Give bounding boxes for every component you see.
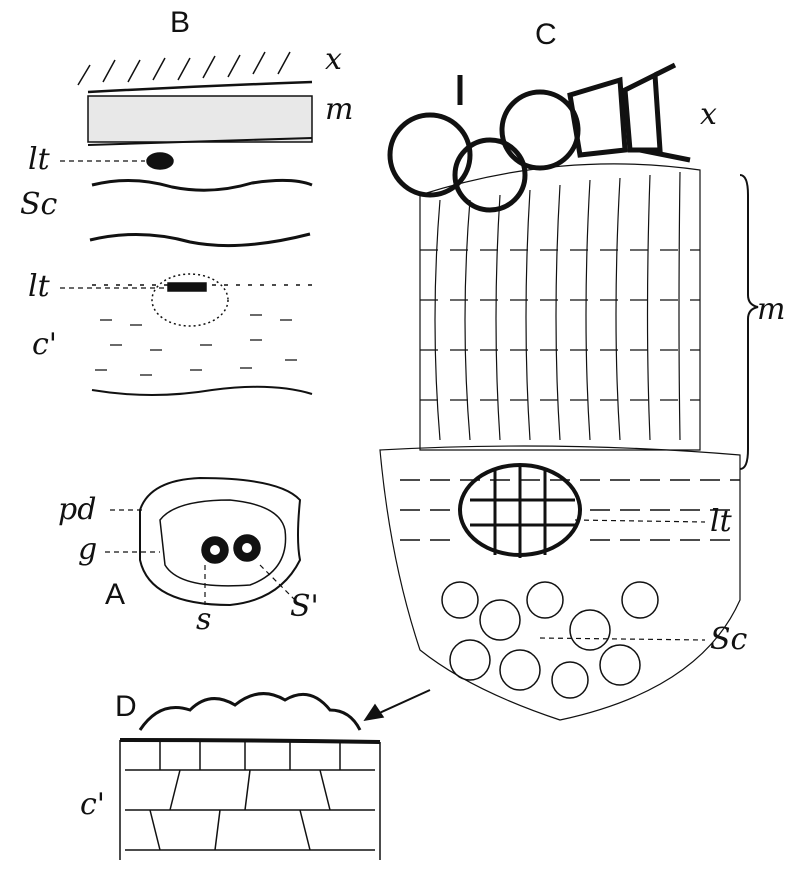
- panel-d-drawing: [119, 692, 381, 860]
- label-b-x: x: [325, 42, 342, 77]
- label-c-lt: lt: [710, 504, 732, 539]
- label-c-m: m: [757, 292, 786, 327]
- label-a-pd: pd: [58, 492, 97, 527]
- panel-d-title: D: [115, 690, 137, 723]
- label-a-s: s: [196, 602, 212, 637]
- panel-c-drawing: [363, 62, 759, 722]
- panel-c-title: C: [535, 18, 557, 51]
- panel-a-drawing: [105, 476, 302, 607]
- label-b-m: m: [325, 92, 354, 127]
- label-c-sc: Sc: [710, 622, 748, 657]
- label-d-c-prime: c': [80, 787, 106, 822]
- label-b-lt2: lt: [28, 269, 50, 304]
- label-a-g: g: [78, 532, 98, 567]
- panel-b-title: B: [170, 6, 191, 39]
- panel-b-drawing: [60, 51, 313, 396]
- label-b-sc: Sc: [20, 187, 58, 222]
- panel-a-title: A: [105, 578, 126, 611]
- label-b-c-prime: c': [32, 327, 58, 362]
- label-a-s-prime: S': [290, 589, 319, 624]
- label-c-x: x: [700, 97, 717, 132]
- label-b-lt1: lt: [28, 142, 50, 177]
